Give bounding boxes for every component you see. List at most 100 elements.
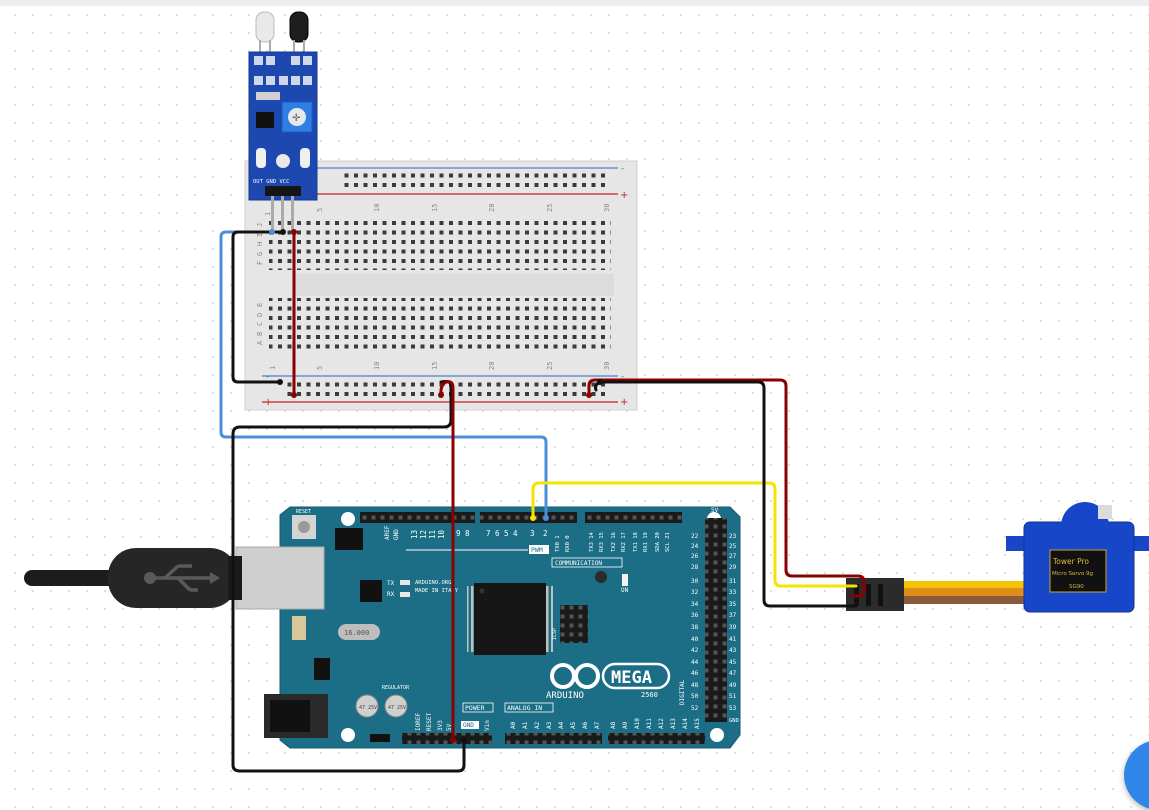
pin-label: 40 [691,636,699,643]
icsp-header[interactable] [560,605,588,643]
wires[interactable] [219,229,866,773]
analog-header-left[interactable] [505,733,602,744]
mount-hole [276,154,290,168]
sensor-pin-out[interactable] [271,196,274,234]
led-leg [303,40,305,54]
wire-pin3-to-servo-signal[interactable] [531,481,858,588]
usb-b-connector[interactable] [235,546,325,610]
col-number: 30 [603,362,611,370]
pwm-label: PWM [531,546,543,554]
bottom-rail-holes[interactable] [284,379,609,398]
wire-endpoint[interactable] [530,515,536,521]
wire-endpoint[interactable] [597,379,603,385]
pin-label: 51 [729,693,737,700]
connector-slot [878,584,883,606]
pin-label: A6 [582,721,589,729]
pin-label: A13 [670,718,677,729]
servo-label-plate [1049,549,1107,593]
pin-label: 43 [729,647,737,654]
mount-hole [341,728,355,742]
led-leg [269,40,271,54]
connector-slot [866,584,871,606]
wire-endpoint[interactable] [280,229,286,235]
col-number: 30 [603,204,611,212]
usb-chip [335,528,363,550]
on-led [622,574,628,586]
terminal-strip-top[interactable] [269,218,611,270]
pin-label: 6 [495,529,500,538]
sensor-pin-gnd[interactable] [281,196,284,234]
power-label: POWER [465,704,485,712]
wire-endpoint[interactable] [461,737,467,743]
pin-label: 11 [428,530,437,539]
row-letter: H [256,242,264,246]
servo-power-wire [904,588,1028,596]
made-in-label: MADE IN ITALY [415,588,459,594]
chip-pins-left [467,586,474,652]
arduino-mega-board[interactable]: RESET GND AREF 13 12 11 10 9 8 7 6 5 4 3… [235,506,741,749]
bottom-rail-plus-label: + [264,397,272,408]
header-5v-label: 5V [711,507,719,514]
wire-sensor-gnd-to-rail[interactable] [231,230,285,384]
wire-endpoint[interactable] [450,737,456,743]
top-rail-holes[interactable] [342,172,607,191]
pin-label: 10 [437,529,446,539]
pin-label: 4 [513,529,518,538]
wire-endpoint[interactable] [277,379,283,385]
col-number: 20 [488,362,496,370]
communication-header[interactable] [585,512,682,523]
gnd-label-box [461,721,479,729]
reset-button-cap[interactable] [298,521,310,533]
pwm-header-left[interactable] [360,512,475,523]
usb-cable[interactable] [24,548,242,608]
atmega16u2-chip [360,580,382,602]
pin-label: 32 [691,589,699,596]
wire-sensor-out-to-pin2[interactable] [219,230,548,520]
breadboard[interactable]: - + 1 5 10 15 20 25 30 J I H G F E D C B… [244,160,638,411]
bottom-rail-minus-label: - [266,372,269,382]
capacitor [384,694,408,718]
capacitor-label: 47 25V [359,705,377,711]
wire-rail-to-servo-power[interactable] [587,378,866,598]
pwm-header-right[interactable] [480,512,577,523]
terminal-strip-bottom[interactable] [269,298,611,350]
pin-label: 44 [691,659,699,666]
wire-endpoint[interactable] [291,229,297,235]
pin-label: SCL 21 [665,532,671,552]
wire-rail-gnd-to-arduino-gnd[interactable] [231,380,466,773]
pwm-pin-numbers: 13 12 11 10 9 8 7 6 5 4 3 2 [410,529,548,539]
row-letter: J [256,223,264,227]
ir-sensor-module[interactable]: ✛ OUT GND VCC [248,11,318,234]
wire-endpoint[interactable] [269,229,275,235]
potentiometer-knob[interactable] [288,108,306,126]
pin-label: A14 [682,718,689,729]
comparator-chip [256,112,274,128]
row-letter: C [256,322,264,326]
pin-label: RX2 17 [621,532,627,552]
wire-5v-to-rail-plus[interactable] [439,380,455,742]
servo-ground-wire [904,596,1028,604]
site-label: ARDUINO.ORG [415,580,451,586]
dc-jack-socket [270,700,310,732]
col-number: 10 [373,204,381,212]
digital-double-header[interactable] [705,518,727,722]
servo-output-shaft[interactable] [1098,505,1112,519]
col-number: 25 [546,204,554,212]
row-letter: I [256,233,264,237]
analog-in-label: ANALOG IN [507,704,542,712]
pin-label: 37 [729,612,737,619]
power-header[interactable] [402,733,492,744]
analog-pin-labels: A0 A1 A2 A3 A4 A5 A6 A7 A8 A9 A10 A11 A1… [510,718,701,729]
wire-endpoint[interactable] [543,515,549,521]
analog-header-right[interactable] [608,733,705,744]
sensor-pin-vcc[interactable] [291,196,294,234]
wire-endpoint[interactable] [586,392,592,398]
col-number: 25 [546,362,554,370]
column-numbers-top: 1 5 10 15 20 25 30 [264,204,611,216]
pin-label: 35 [729,601,737,608]
wire-endpoint[interactable] [438,392,444,398]
col-number: 10 [373,362,381,370]
wire-endpoint[interactable] [291,392,297,398]
circuit-canvas[interactable]: - + 1 5 10 15 20 25 30 J I H G F E D C B… [0,0,1149,789]
servo-motor[interactable]: Tower Pro Micro Servo 9g SG90 [846,502,1149,613]
